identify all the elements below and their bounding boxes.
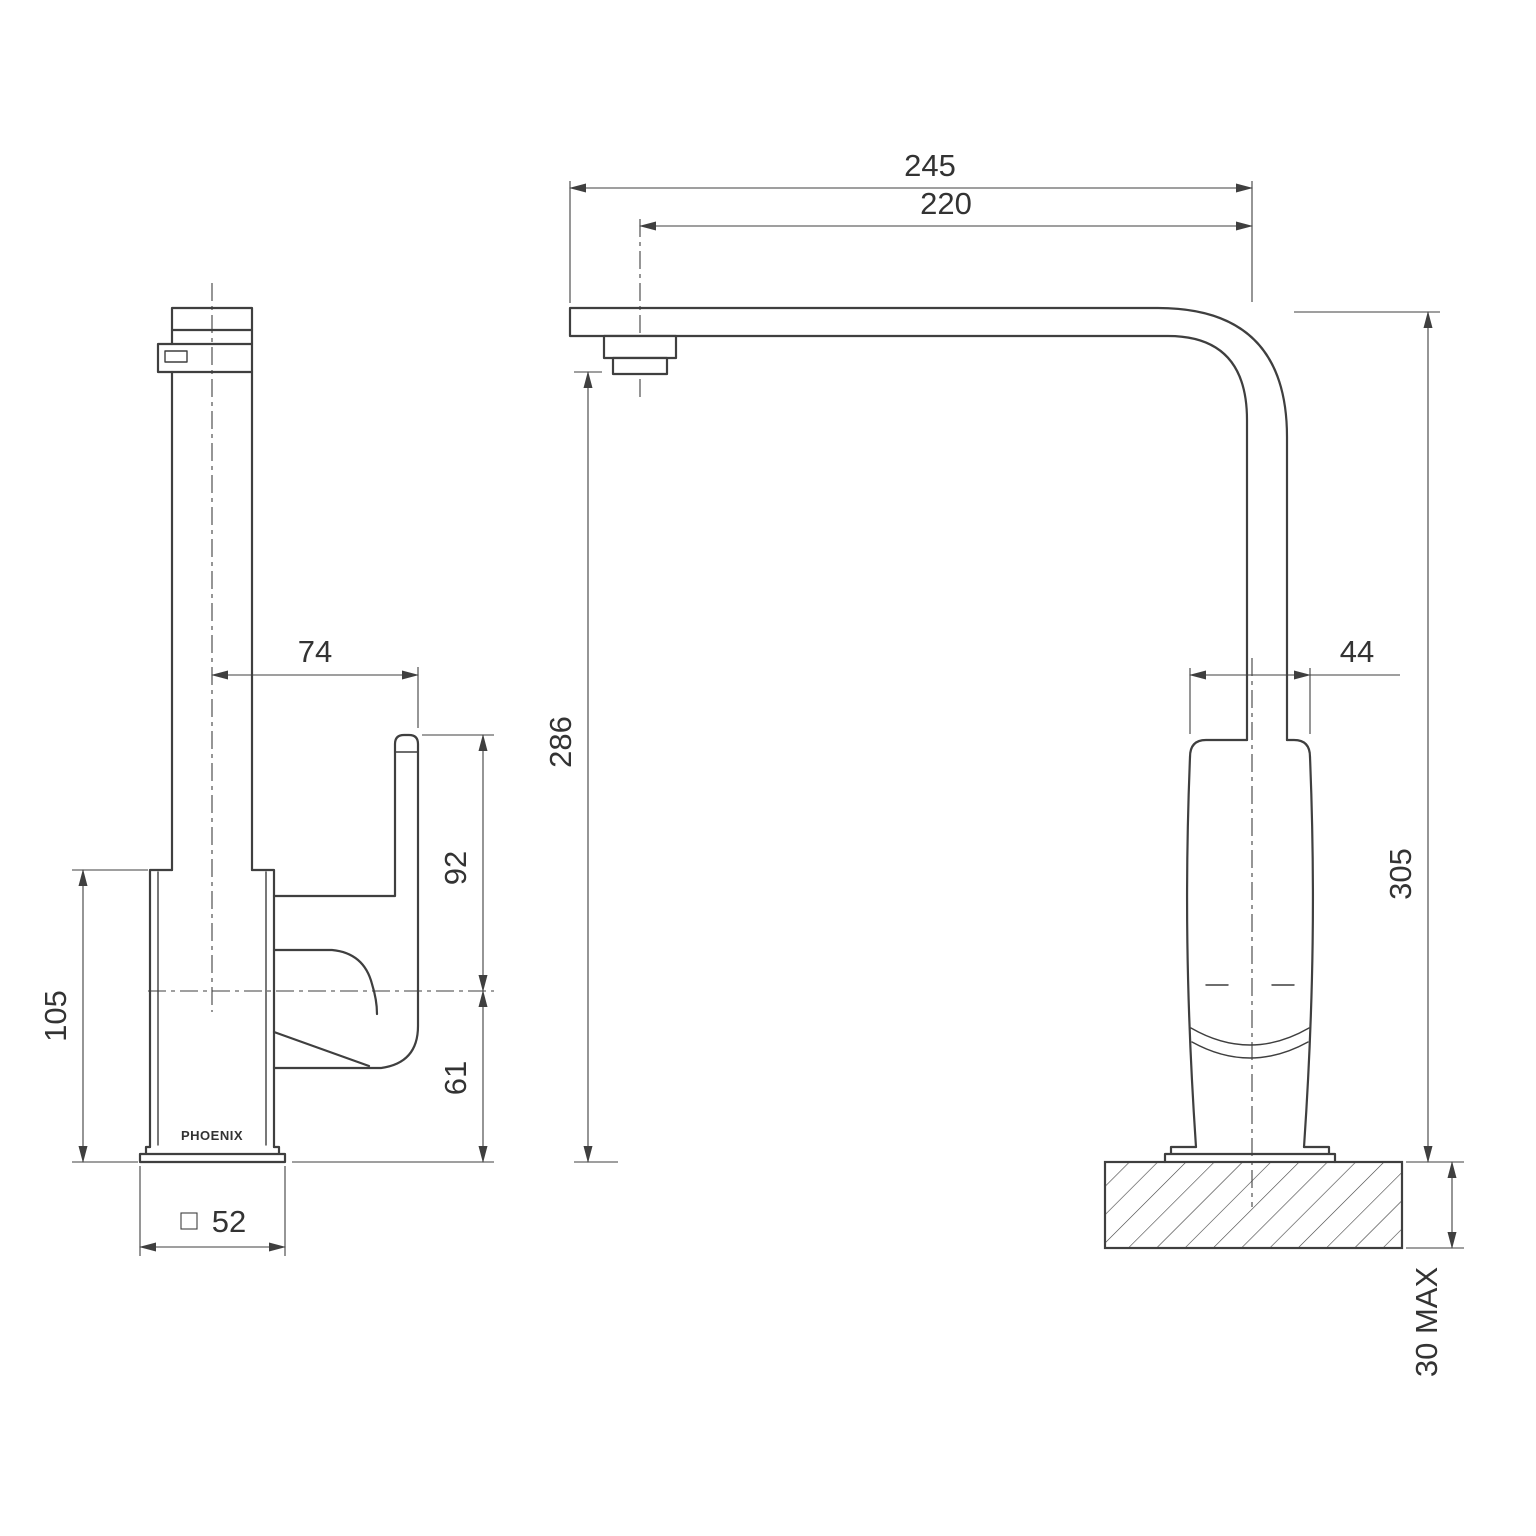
front-view: PHOENIX 74 92 61 105 bbox=[38, 283, 494, 1256]
dim-outlet-clearance-label: 286 bbox=[543, 716, 578, 768]
dim-body-width: 44 bbox=[1189, 634, 1400, 734]
dim-axis-to-bench: 61 bbox=[292, 990, 494, 1163]
dim-spout-reach: 220 bbox=[639, 186, 1253, 231]
dim-bench-thickness: 30 MAX bbox=[1406, 1161, 1464, 1378]
aerator-ring-side bbox=[611, 356, 669, 376]
dim-spout-offset-label: 74 bbox=[298, 634, 332, 669]
base-flange-side bbox=[1163, 1145, 1337, 1164]
dim-overall-height: 305 bbox=[1294, 311, 1464, 1163]
dim-body-height-label: 105 bbox=[38, 990, 73, 1042]
body-seam-side bbox=[1190, 1027, 1310, 1059]
body-shoulders-side bbox=[1188, 738, 1312, 759]
dim-base-square-label: 52 bbox=[212, 1204, 246, 1239]
handle-arm-detail bbox=[272, 948, 379, 1068]
dim-axis-to-bench-label: 61 bbox=[438, 1061, 473, 1095]
dim-spout-offset: 74 bbox=[211, 634, 419, 728]
dim-handle-top-to-axis-label: 92 bbox=[438, 851, 473, 885]
dim-spout-reach-label: 220 bbox=[920, 186, 972, 221]
dim-overall-reach-label: 245 bbox=[904, 148, 956, 183]
dim-outlet-clearance: 286 bbox=[543, 371, 618, 1163]
base-flange-front bbox=[138, 1145, 287, 1164]
square-section-symbol bbox=[180, 1212, 198, 1230]
aerator-housing-side bbox=[602, 334, 678, 360]
dim-overall-reach: 245 bbox=[569, 148, 1253, 303]
bench-hatch bbox=[1103, 1160, 1404, 1250]
handle-outline bbox=[272, 733, 420, 1070]
side-view: 245 220 286 44 305 bbox=[543, 148, 1464, 1377]
dim-body-width-label: 44 bbox=[1340, 634, 1374, 669]
dim-handle-top-to-axis: 92 bbox=[422, 734, 494, 992]
spout-cap-front bbox=[170, 306, 254, 332]
spout-side bbox=[568, 306, 1289, 742]
dim-overall-height-label: 305 bbox=[1383, 848, 1418, 900]
bench-section bbox=[1103, 1160, 1404, 1250]
body-front bbox=[148, 868, 276, 1149]
dim-base-square: 52 bbox=[139, 1166, 286, 1256]
aerator-front bbox=[164, 350, 188, 363]
spout-outlet-band-front bbox=[156, 342, 254, 374]
dim-bench-thickness-label: 30 MAX bbox=[1409, 1267, 1444, 1378]
brand-logo: PHOENIX bbox=[181, 1128, 243, 1143]
dim-body-height: 105 bbox=[38, 869, 148, 1163]
column-front bbox=[170, 370, 254, 872]
body-sides-side bbox=[1185, 755, 1315, 1149]
